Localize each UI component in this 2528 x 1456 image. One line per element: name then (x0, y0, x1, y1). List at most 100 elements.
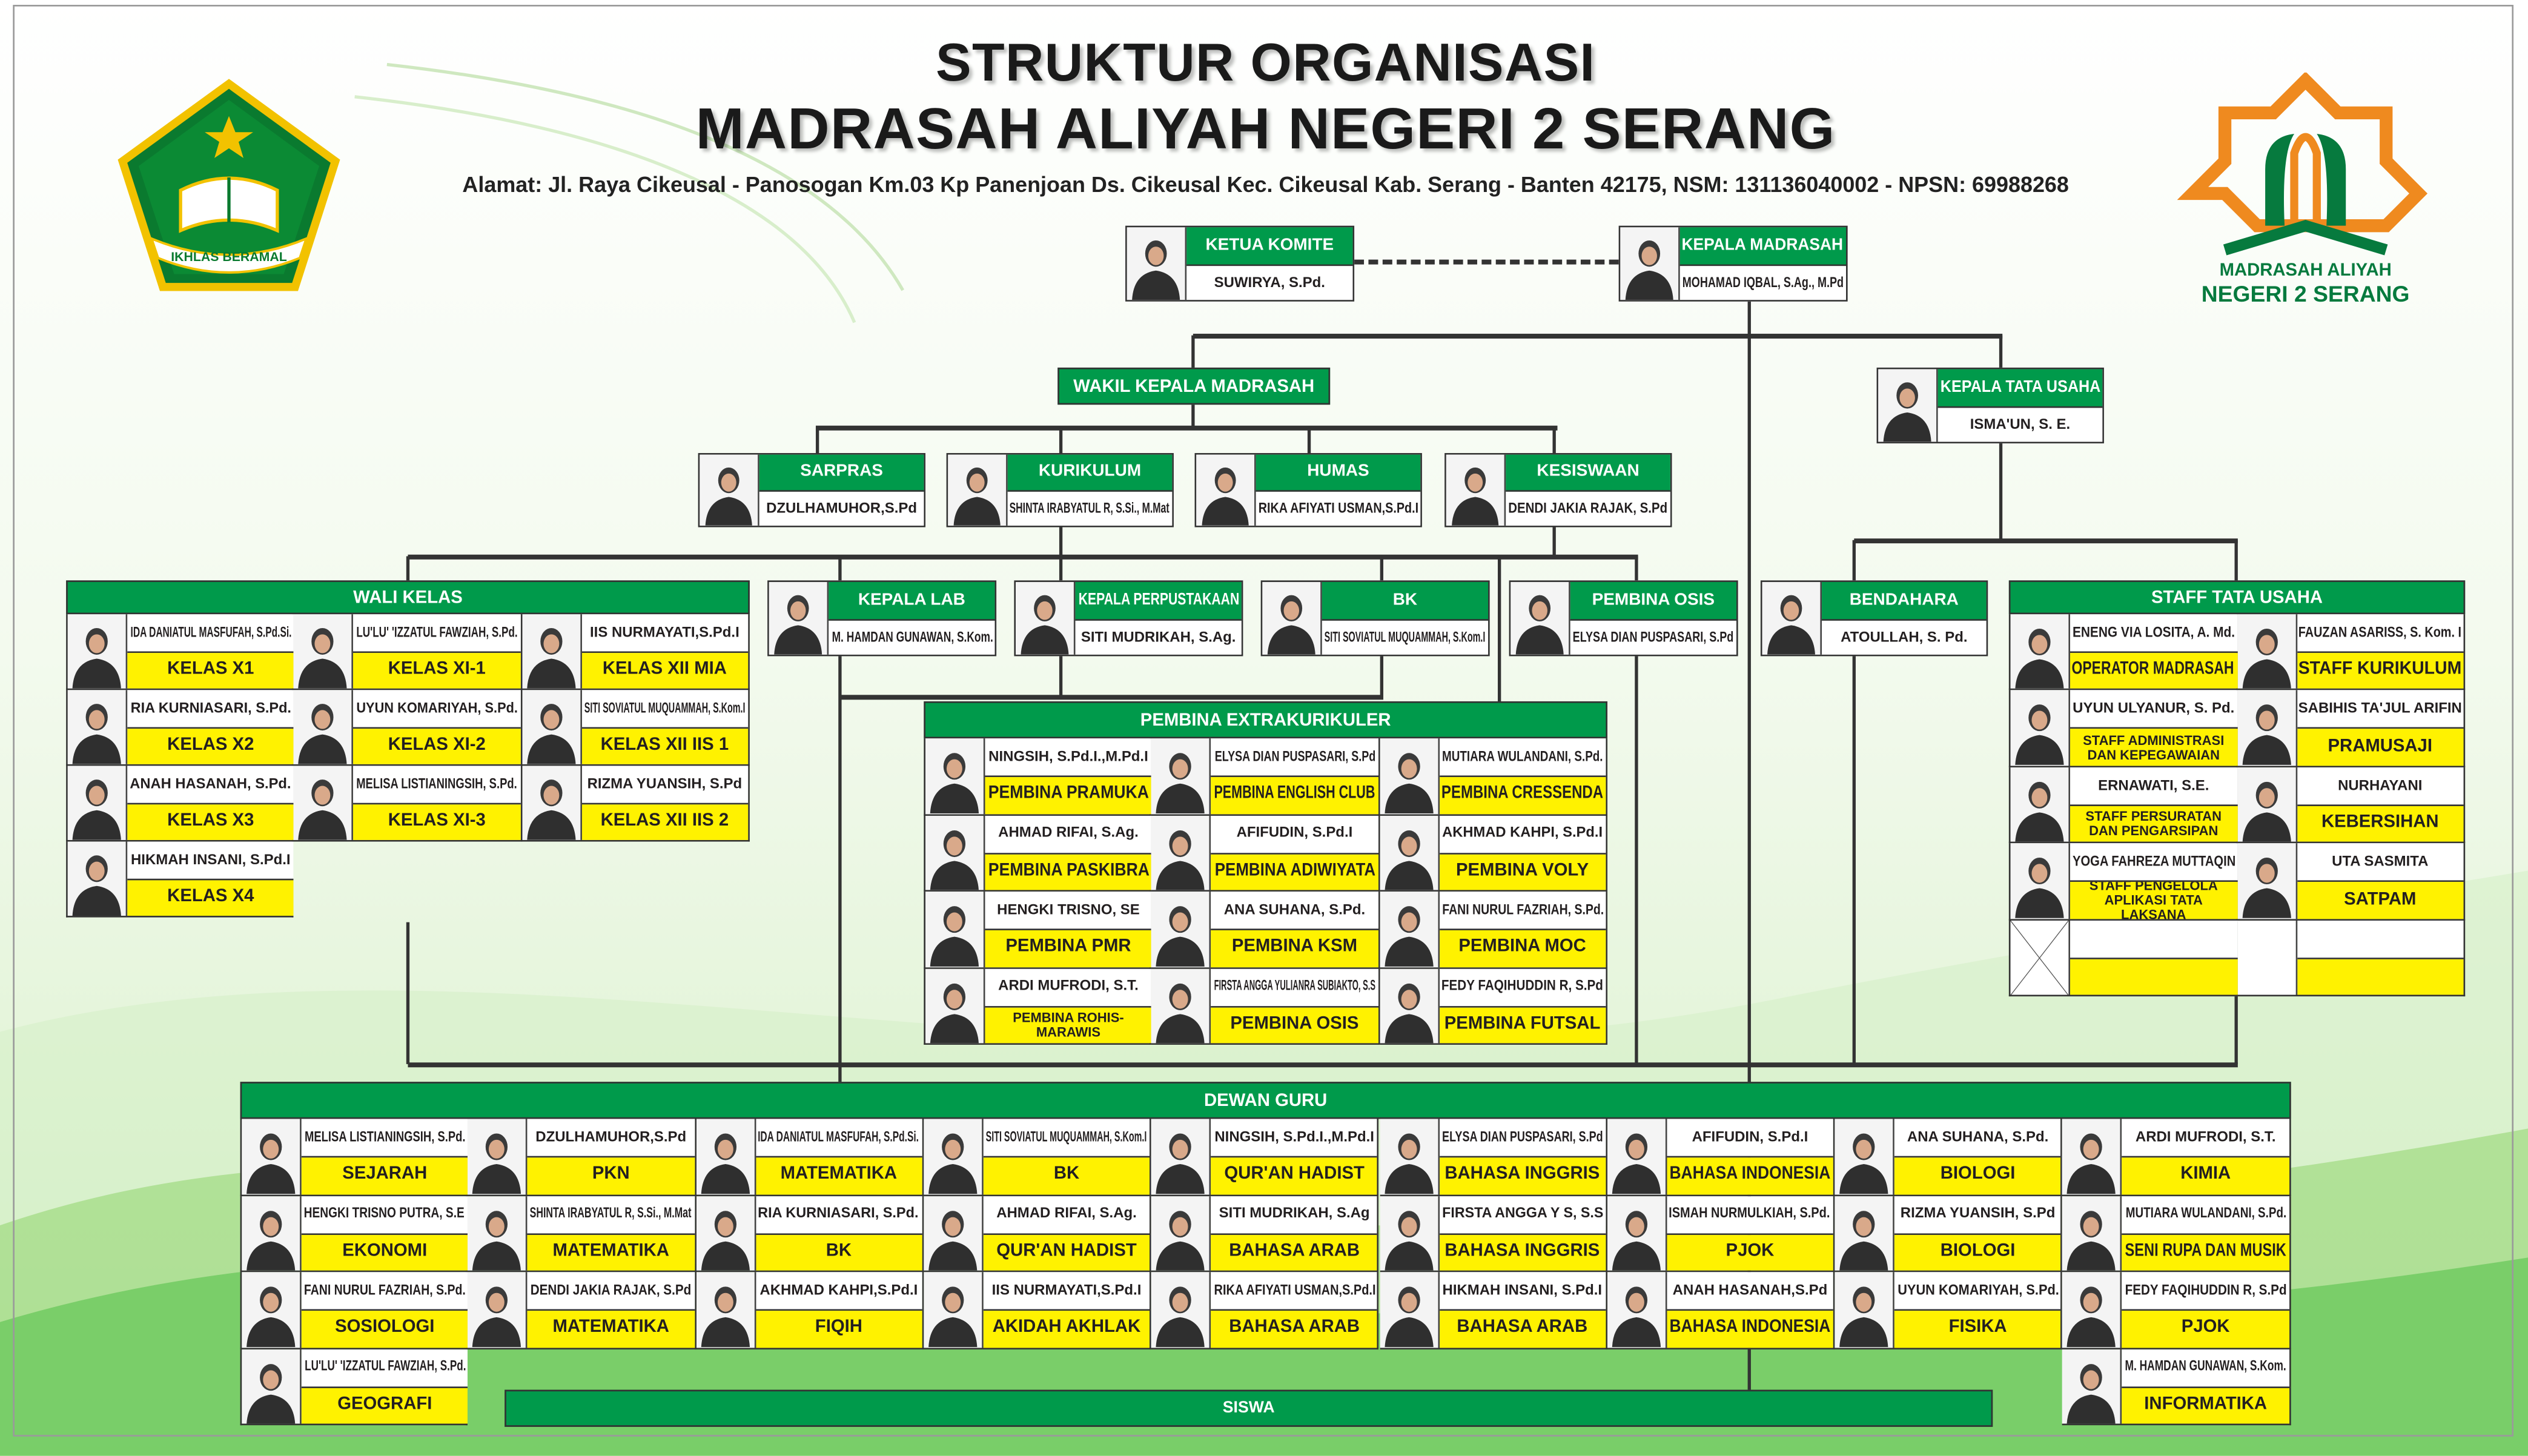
person-name-text: AKHMAD KAHPI, S.Pd.I (1442, 824, 1603, 841)
connector-line (1307, 427, 1311, 454)
person-role-text: PEMBINA ROHIS-MARAWIS (1013, 1008, 1124, 1040)
person-role: BK (983, 1157, 1150, 1194)
person-role: BAHASA INDONESIA (1666, 1157, 1833, 1194)
person-name-text: SITI MUDRIKAH, S.Ag. (1080, 628, 1236, 645)
person-role-text: KELAS XII MIA (602, 660, 727, 680)
pembina-extrakurikuler-group-member: ARDI MUFRODI, S.T.PEMBINA ROHIS-MARAWIS (924, 968, 1152, 1045)
person-role-text: PRAMUSAJI (2328, 736, 2433, 756)
person-silhouette-icon (2010, 844, 2069, 919)
person-role-text: MATEMATIKA (552, 1241, 669, 1261)
person-role: STAFF KURIKULUM (2297, 653, 2464, 689)
pembina-extrakurikuler-group-header: PEMBINA EXTRAKURIKULER (924, 701, 1608, 739)
person-silhouette-icon (925, 816, 984, 890)
person-name-text: ARDI MUFRODI, S.T. (2135, 1128, 2276, 1145)
person-name: ANAH HASANAH,S.Pd (1666, 1272, 1833, 1311)
staff-tata-usaha-group-header: STAFF TATA USAHA (2008, 580, 2466, 615)
connector-line (839, 693, 1383, 699)
person-role: PEMBINA PMR (985, 930, 1152, 967)
wali-kelas-group-member: UYUN KOMARIYAH, S.Pd.KELAS XI-2 (294, 690, 522, 766)
person-name (2297, 919, 2464, 959)
person-role: BAHASA ARAB (1438, 1311, 1606, 1348)
person-silhouette-icon (242, 1273, 300, 1348)
person-role-text: KELAS XI-2 (388, 735, 486, 755)
person-name-text: FIRSTA ANGGA Y S, S.S (1441, 1205, 1603, 1221)
person-role-text: GEOGRAFI (337, 1394, 432, 1414)
person-role: PEMBINA PASKIBRA (985, 853, 1152, 890)
person-name-text: NINGSIH, S.Pd.I.,M.Pd.I (1214, 1128, 1374, 1145)
person-role: KELAS XI-3 (353, 804, 520, 840)
person-photo (925, 738, 985, 813)
person-silhouette-icon (1016, 581, 1074, 655)
person-name: HENGKI TRISNO PUTRA, S.E (301, 1195, 468, 1234)
person-name: HIKMAH INSANI, S.Pd.I (1438, 1272, 1606, 1311)
person-name: DENDI JAKIA RAJAK, S.Pd (1506, 491, 1670, 526)
person-photo (1379, 968, 1440, 1044)
person-silhouette-icon (1151, 969, 1210, 1044)
person-photo (1379, 1195, 1439, 1271)
person-silhouette-icon (2010, 615, 2069, 689)
person-role: KELAS XI-2 (353, 729, 520, 764)
connector-line (1497, 556, 1501, 701)
person-role: FISIKA (1894, 1311, 2062, 1348)
person-photo (1379, 1272, 1439, 1348)
person-silhouette-icon (1607, 1120, 1666, 1194)
person-name-text: SITI SOVIATUL MUQUAMMAH, S.Kom.I (584, 699, 746, 716)
person-role: KELAS XII IIS 1 (581, 729, 748, 764)
role-header: BENDAHARA (1822, 581, 1987, 621)
person-role: STAFF PERSURATAN DAN PENGARSIPAN (2070, 806, 2237, 842)
person-name-text: MELISA LISTIANINGSIH, S.Pd. (304, 1128, 466, 1145)
dewan-guru-group-member: MELISA LISTIANINGSIH, S.Pd.SEJARAH (240, 1119, 468, 1196)
person-photo (1379, 815, 1440, 890)
connector-line (1191, 335, 1195, 368)
person-name-text: SITI MUDRIKAH, S.Ag (1219, 1205, 1370, 1221)
role-header-text: KEPALA LAB (858, 590, 965, 610)
person-role: BAHASA INDONESIA (1666, 1311, 1833, 1348)
person-role-text: PJOK (1726, 1241, 1775, 1261)
person-silhouette-icon (925, 893, 984, 967)
person-photo (1878, 369, 1938, 442)
person-role: PRAMUSAJI (2297, 729, 2464, 766)
person-role-text: AKIDAH AKHLAK (992, 1318, 1141, 1338)
person-name-text: SITI SOVIATUL MUQUAMMAH, S.Kom.I (986, 1128, 1147, 1145)
person-role: PEMBINA MOC (1439, 930, 1606, 967)
person-silhouette-icon (2237, 844, 2295, 919)
pembina-extrakurikuler-group-member: MUTIARA WULANDANI, S.Pd.PEMBINA CRESSEND… (1379, 738, 1607, 815)
person-name: IDA DANIATUL MASFUFAH, S.Pd.Si. (755, 1119, 922, 1158)
person-role-text: BAHASA ARAB (1229, 1318, 1360, 1338)
person-silhouette-icon (1762, 581, 1820, 655)
wali-kelas-group-member: IDA DANIATUL MASFUFAH, S.Pd.Si.KELAS X1 (66, 614, 294, 690)
person-name-text: UYUN ULYANUR, S. Pd. (2073, 700, 2235, 716)
person-name-text: FANI NURUL FAZRIAH, S.Pd. (303, 1281, 466, 1298)
connector-line (1852, 656, 1856, 1064)
person-name: ELYSA DIAN PUSPASARI, S.Pd (1211, 738, 1378, 778)
person-photo (1151, 815, 1211, 890)
person-photo (925, 815, 985, 890)
staff-tata-usaha-group-member: UYUN ULYANUR, S. Pd.STAFF ADMINISTRASI D… (2008, 690, 2237, 767)
person-silhouette-icon (695, 1120, 754, 1194)
person-name: AHMAD RIFAI, S.Ag. (985, 815, 1152, 854)
person-photo (1151, 1119, 1211, 1194)
wali-kelas-group-member: ANAH HASANAH, S.Pd.KELAS X3 (66, 766, 294, 842)
person-role: BAHASA INGGRIS (1438, 1157, 1606, 1194)
person-role-text: MATEMATIKA (780, 1165, 898, 1185)
empty-photo-placeholder (2237, 919, 2297, 995)
person-name: RIA KURNIASARI, S.Pd. (127, 690, 294, 729)
role-header-text: BENDAHARA (1849, 590, 1959, 610)
person-name-text: FEDY FAQIHUDDIN R, S.Pd (1441, 977, 1604, 994)
connector-line (1999, 335, 2003, 368)
person-silhouette-icon (695, 1196, 754, 1271)
person-name: ARDI MUFRODI, S.T. (985, 968, 1152, 1007)
person-photo (1835, 1119, 1895, 1194)
person-silhouette-icon (1835, 1196, 1893, 1271)
person-name-text: LU'LU' 'IZZATUL FAWZIAH, S.Pd. (304, 1358, 466, 1374)
person-role-text: OPERATOR MADRASAH (2072, 660, 2235, 680)
person-silhouette-icon (294, 766, 352, 840)
logo-text-line2: NEGERI 2 SERANG (2201, 280, 2410, 306)
